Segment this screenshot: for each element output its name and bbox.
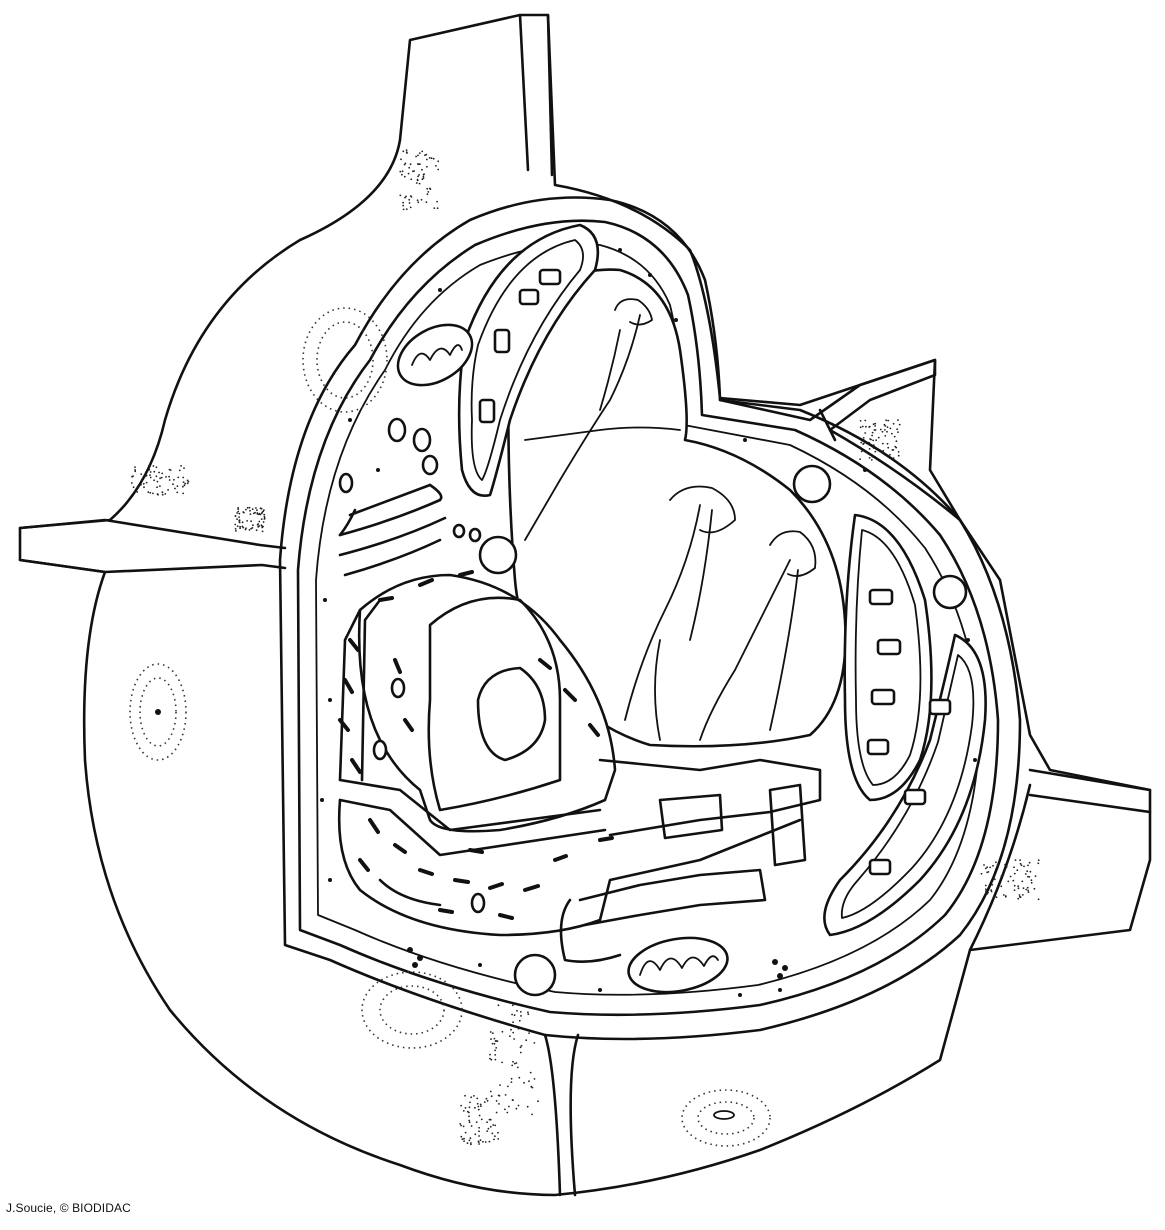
credit-text: J.Soucie, © BIODIDAC xyxy=(6,1201,131,1215)
golgi-apparatus xyxy=(340,485,445,575)
chloroplast-right xyxy=(845,515,932,800)
